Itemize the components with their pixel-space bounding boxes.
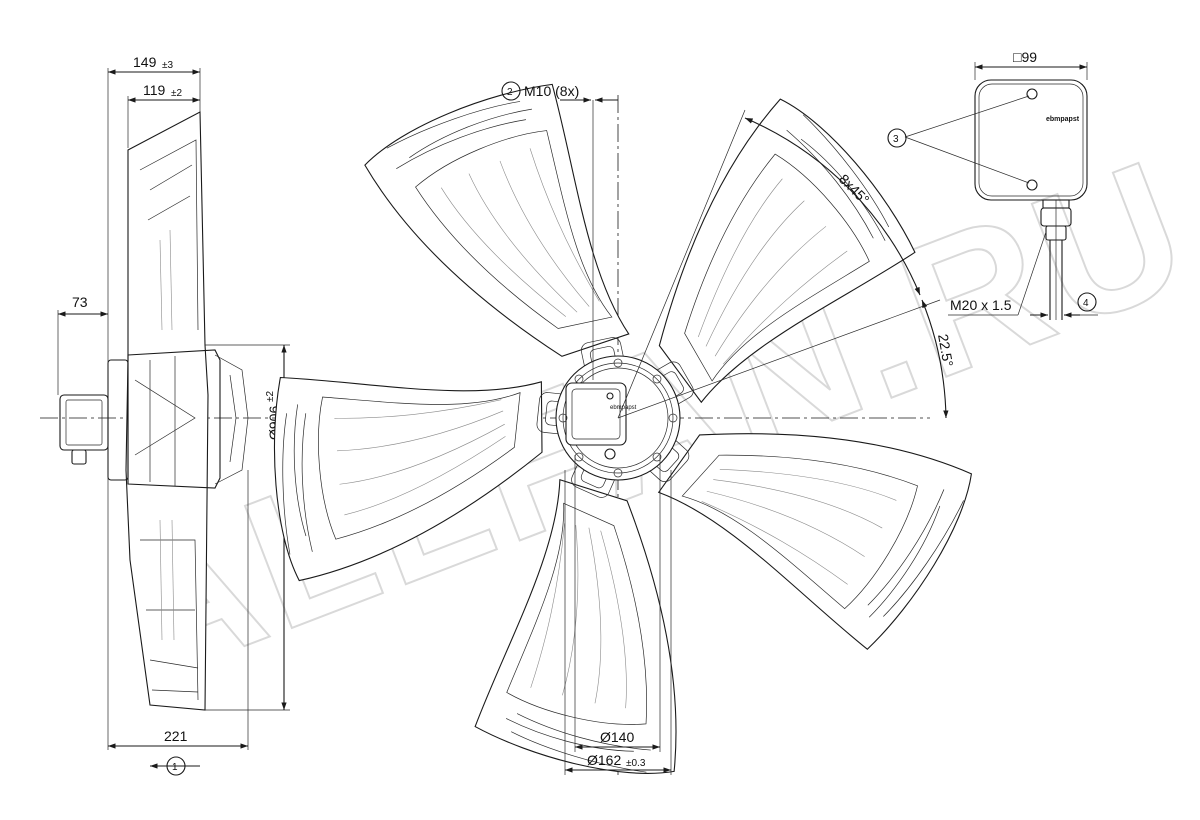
dim-162: Ø162 xyxy=(587,752,621,768)
svg-text:1: 1 xyxy=(172,762,178,773)
callout-3 xyxy=(887,128,907,148)
svg-text:2: 2 xyxy=(507,87,513,98)
dim-149-tol: ±3 xyxy=(162,60,173,71)
hub-brand-label: ebmpapst xyxy=(610,405,637,411)
dim-140: Ø140 xyxy=(600,729,634,745)
callout-2 xyxy=(501,81,521,101)
callout-1 xyxy=(166,756,186,776)
terminal-box-side xyxy=(59,394,109,451)
dim-119-tol: ±2 xyxy=(171,88,182,99)
box-screw-bottom xyxy=(1026,179,1038,191)
front-view: ebmpapst 2 M10 (8x) Ø140 Ø162 ±0.3 xyxy=(257,78,1003,810)
dim-149: 149 xyxy=(133,54,157,70)
box-brand-label: ebmpapst xyxy=(1046,116,1080,123)
side-view: 149 ±3 119 ±2 73 221 Ø906 ±2 1 xyxy=(40,54,290,776)
terminal-box-body xyxy=(974,79,1088,201)
dim-906-tol: ±2 xyxy=(265,391,276,402)
callout-4 xyxy=(1077,292,1097,312)
dim-221: 221 xyxy=(164,728,188,744)
dim-m20: M20 x 1.5 xyxy=(950,297,1012,313)
terminal-box-detail: ebmpapst □99 3 M20 x 1.5 4 xyxy=(887,49,1098,320)
dim-m10: M10 (8x) xyxy=(524,83,579,99)
dim-22-5: 22.5° xyxy=(935,333,956,368)
hub-terminal-box xyxy=(565,382,627,446)
blade-side-profile xyxy=(125,111,209,711)
dim-73: 73 xyxy=(72,294,88,310)
hub-flange xyxy=(107,359,129,481)
svg-text:3: 3 xyxy=(893,134,899,145)
dim-119: 119 xyxy=(143,82,166,98)
motor-body-side xyxy=(127,349,221,489)
dim-162-tol: ±0.3 xyxy=(626,758,646,769)
box-screw-top xyxy=(1026,88,1038,100)
svg-text:4: 4 xyxy=(1083,298,1089,309)
dim-box-99: □99 xyxy=(1013,49,1037,65)
